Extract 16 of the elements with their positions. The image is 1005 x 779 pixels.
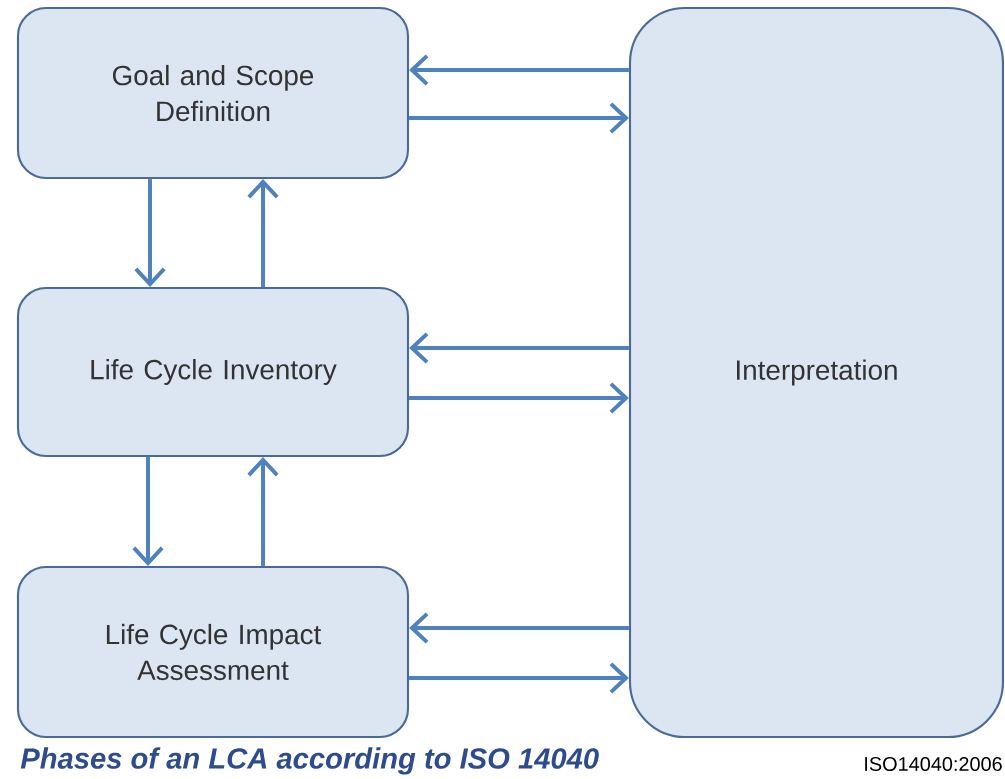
arrow — [409, 612, 629, 644]
arrow — [409, 332, 629, 364]
arrow — [247, 179, 279, 287]
arrow — [409, 662, 629, 694]
arrow — [409, 102, 629, 134]
process-box: Interpretation — [628, 6, 1005, 739]
caption: Phases of an LCA according to ISO 14040 — [20, 747, 599, 775]
arrow — [409, 54, 629, 86]
source-note: ISO14040:2006 — [865, 756, 1002, 772]
arrow — [134, 179, 166, 287]
arrow — [132, 457, 164, 566]
process-box: Life Cycle Impact Assessment — [16, 565, 410, 739]
arrow — [247, 457, 279, 566]
process-box: Life Cycle Inventory — [16, 286, 410, 458]
arrow — [409, 382, 629, 414]
process-box: Goal and Scope Definition — [16, 6, 410, 180]
